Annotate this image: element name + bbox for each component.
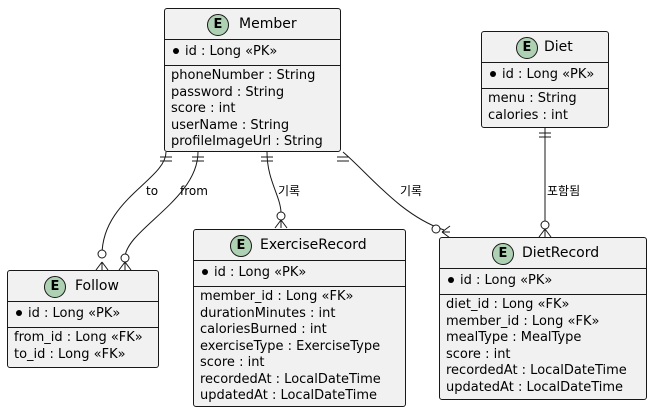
primary-key-text: id : Long «PK» — [502, 67, 595, 82]
entity-icon: E — [44, 276, 66, 298]
attribute-list: menu : String calories : int — [482, 88, 608, 128]
primary-key-row: id : Long «PK» — [482, 62, 608, 88]
attribute-row: mealType : MealType — [446, 330, 582, 345]
entity-member[interactable]: E Member id : Long «PK» phoneNumber : St… — [164, 8, 341, 152]
attribute-list: from_id : Long «FK» to_id : Long «FK» — [8, 327, 158, 367]
entity-diet-record[interactable]: E DietRecord id : Long «PK» diet_id : Lo… — [439, 237, 647, 400]
primary-key-text: id : Long «PK» — [214, 265, 307, 280]
attribute-row: from_id : Long «FK» — [14, 330, 143, 345]
entity-header: E DietRecord — [440, 238, 646, 268]
entity-icon: E — [516, 37, 538, 59]
relation-label-includes: 포함됨 — [547, 184, 581, 198]
attribute-list: member_id : Long «FK» durationMinutes : … — [194, 286, 405, 409]
entity-header: E ExerciseRecord — [194, 230, 405, 260]
attribute-row: recordedAt : LocalDateTime — [446, 363, 627, 378]
key-marker-icon — [173, 47, 179, 54]
primary-key-text: id : Long «PK» — [460, 273, 553, 288]
relation-label-diet-record: 기록 — [400, 184, 423, 198]
attribute-row: updatedAt : LocalDateTime — [200, 388, 378, 403]
attribute-row: calories : int — [488, 107, 568, 123]
key-marker-icon — [202, 268, 208, 275]
relation-line-exercise — [266, 151, 282, 213]
relation-label-from: from — [180, 184, 208, 198]
attribute-row: score : int — [171, 101, 236, 116]
entity-exercise-record[interactable]: E ExerciseRecord id : Long «PK» member_i… — [193, 229, 406, 407]
relation-line-to — [101, 151, 167, 259]
entity-header: E Member — [165, 9, 340, 39]
primary-key-text: id : Long «PK» — [185, 44, 278, 59]
relation-label-to: to — [146, 184, 159, 198]
primary-key-row: id : Long «PK» — [194, 260, 405, 286]
attribute-row: exerciseType : ExerciseType — [200, 338, 381, 354]
attribute-list: diet_id : Long «FK» member_id : Long «FK… — [440, 294, 646, 400]
key-marker-icon — [16, 309, 22, 316]
entity-follow[interactable]: E Follow id : Long «PK» from_id : Long «… — [7, 270, 159, 368]
entity-header: E Follow — [8, 271, 158, 301]
attribute-row: profileImageUrl : String — [171, 134, 323, 149]
attribute-row: score : int — [200, 355, 265, 370]
attribute-row: diet_id : Long «FK» — [446, 297, 570, 312]
attribute-row: caloriesBurned : int — [200, 322, 327, 337]
entity-diet[interactable]: E Diet id : Long «PK» menu : String calo… — [481, 31, 609, 128]
relation-line-from — [124, 151, 199, 259]
attribute-row: updatedAt : LocalDateTime — [446, 379, 624, 395]
primary-key-row: id : Long «PK» — [8, 301, 158, 327]
attribute-row: phoneNumber : String — [171, 68, 316, 83]
attribute-row: member_id : Long «FK» — [446, 313, 600, 329]
primary-key-row: id : Long «PK» — [165, 39, 340, 65]
entity-icon: E — [207, 14, 229, 36]
key-marker-icon — [448, 276, 454, 283]
primary-key-text: id : Long «PK» — [28, 306, 121, 321]
entity-name: DietRecord — [522, 245, 600, 261]
attribute-row: to_id : Long «FK» — [14, 346, 126, 362]
entity-name: Member — [239, 16, 297, 32]
attribute-row: recordedAt : LocalDateTime — [200, 371, 381, 387]
attribute-row: userName : String — [171, 117, 290, 133]
entity-name: Follow — [75, 278, 119, 294]
key-marker-icon — [490, 70, 496, 77]
entity-header: E Diet — [482, 32, 608, 62]
attribute-row: member_id : Long «FK» — [200, 289, 354, 304]
attribute-row: durationMinutes : int — [200, 305, 336, 321]
primary-key-row: id : Long «PK» — [440, 268, 646, 294]
attribute-row: menu : String — [488, 91, 577, 106]
relation-line-diet-record — [342, 151, 445, 231]
relation-label-exercise: 기록 — [278, 184, 301, 198]
entity-name: ExerciseRecord — [260, 237, 367, 253]
attribute-row: password : String — [171, 84, 285, 100]
attribute-row: score : int — [446, 346, 511, 362]
entity-name: Diet — [544, 39, 573, 55]
attribute-list: phoneNumber : String password : String s… — [165, 65, 340, 155]
entity-icon: E — [492, 243, 514, 265]
entity-icon: E — [230, 235, 252, 257]
